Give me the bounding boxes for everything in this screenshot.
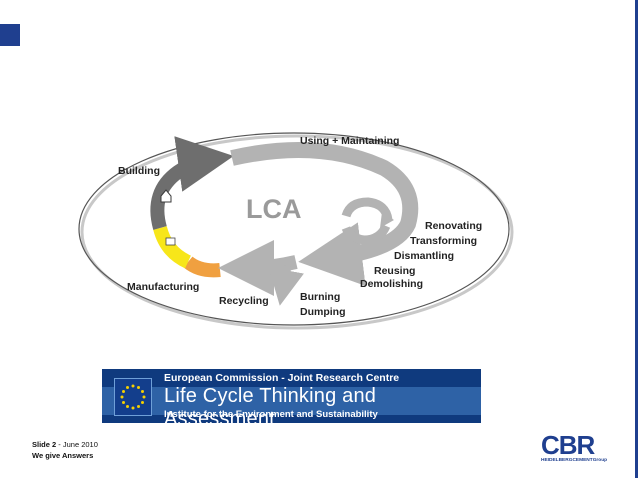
right-edge-rule bbox=[635, 0, 638, 478]
stage-manufacturing: Manufacturing bbox=[127, 281, 200, 293]
tagline: We give Answers bbox=[32, 450, 94, 460]
house-icon bbox=[160, 189, 172, 203]
stage-reusing: Reusing bbox=[374, 265, 416, 277]
stage-recycling: Recycling bbox=[219, 295, 269, 307]
company-logo: CBR HEIDELBERGCEMENTGroup bbox=[541, 430, 607, 464]
logo-subtitle: HEIDELBERGCEMENTGroup bbox=[541, 458, 608, 463]
logo-mark-text: CBR bbox=[541, 430, 596, 458]
jrc-banner: European Commission - Joint Research Cen… bbox=[102, 369, 481, 423]
recycling-arrow bbox=[218, 239, 298, 296]
manufacturing-arc-yellow bbox=[153, 226, 192, 269]
stage-transforming: Transforming bbox=[410, 235, 478, 247]
stage-dumping: Dumping bbox=[300, 306, 346, 318]
using-maintaining-arrow bbox=[230, 142, 419, 286]
cbr-logo-mark: CBR bbox=[541, 430, 597, 460]
factory-icon bbox=[165, 237, 176, 246]
stage-burning: Burning bbox=[300, 291, 341, 303]
stage-renovating: Renovating bbox=[425, 220, 483, 232]
banner-line-1: European Commission - Joint Research Cen… bbox=[164, 372, 400, 384]
manufacturing-arc-orange bbox=[183, 256, 221, 278]
renovation-loop-icon bbox=[341, 197, 394, 245]
stage-dismantling: Dismantling bbox=[394, 250, 455, 262]
lifecycle-ellipse bbox=[78, 132, 510, 326]
banner-bottom-strip bbox=[102, 415, 481, 423]
slide-date: - June 2010 bbox=[56, 440, 98, 449]
lifecycle-ellipse-shadow bbox=[80, 134, 514, 330]
lca-center-label: LCA bbox=[246, 194, 302, 224]
eu-flag-icon bbox=[114, 378, 152, 416]
banner-line-2: Life Cycle Thinking and Assessment bbox=[164, 385, 377, 423]
disposal-arrow bbox=[268, 265, 304, 306]
banner-line-3: Institute for the Environment and Sustai… bbox=[164, 409, 378, 420]
stage-demolishing: Demolishing bbox=[360, 278, 424, 290]
building-arrow bbox=[150, 136, 234, 230]
stage-building: Building bbox=[118, 165, 160, 177]
banner-top-strip bbox=[102, 369, 481, 387]
slide-label: Slide 2 bbox=[32, 440, 57, 449]
stage-using-maintaining: Using + Maintaining bbox=[300, 135, 400, 147]
slide-footer: Slide 2 - June 2010 We give Answers bbox=[32, 440, 98, 462]
corner-accent bbox=[0, 24, 20, 46]
